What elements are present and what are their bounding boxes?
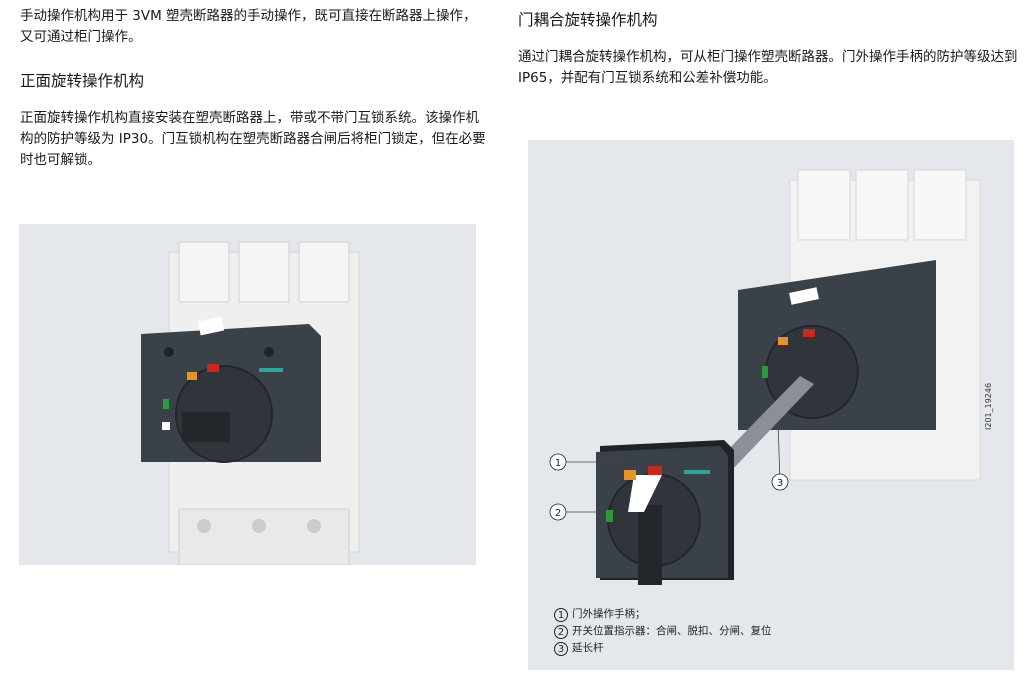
legend-number: 2 [554,624,568,639]
door-coupling-paragraph: 通过门耦合旋转操作机构，可从柜门操作塑壳断路器。门外操作手柄的防护等级达到 IP… [518,49,1018,86]
callout-3: 3 [777,478,783,489]
legend-text: 延长杆 [572,642,604,654]
intro-paragraph: 手动操作机构用于 3VM 塑壳断路器的手动操作，既可直接在断路器上操作，又可通过… [20,8,477,45]
legend-item: 1 门外操作手柄； [554,606,772,623]
legend-text: 门外操作手柄； [572,608,646,620]
callout-1: 1 [555,458,561,469]
callout-2: 2 [555,508,561,519]
door-coupling-illustration: 1 2 3 [549,169,981,585]
right-column: 门耦合旋转操作机构 通过门耦合旋转操作机构，可从柜门操作塑壳断路器。门外操作手柄… [518,9,1018,89]
legend-item: 3 延长杆 [554,640,772,657]
legend-number: 3 [554,641,568,656]
legend-item: 2 开关位置指示器：合闸、脱扣、分闸、复位 [554,623,772,640]
heading-door-coupling-rotary: 门耦合旋转操作机构 [518,11,658,29]
front-rotary-illustration [141,241,360,565]
left-column: 手动操作机构用于 3VM 塑壳断路器的手动操作，既可直接在断路器上操作，又可通过… [20,6,490,171]
figure-legend: 1 门外操作手柄； 2 开关位置指示器：合闸、脱扣、分闸、复位 3 延长杆 [554,606,772,657]
legend-text: 开关位置指示器：合闸、脱扣、分闸、复位 [572,625,772,637]
legend-number: 1 [554,607,568,622]
door-coupling-figure: 1 2 3 I201_19246 1 门外操作手柄； 2 开关位置指示器：合闸、… [528,140,1014,670]
front-rotary-figure [19,224,476,565]
front-rotary-paragraph: 正面旋转操作机构直接安装在塑壳断路器上，带或不带门互锁系统。该操作机构的防护等级… [20,110,486,168]
heading-front-rotary: 正面旋转操作机构 [20,72,145,90]
figure-reference-id: I201_19246 [984,382,993,430]
